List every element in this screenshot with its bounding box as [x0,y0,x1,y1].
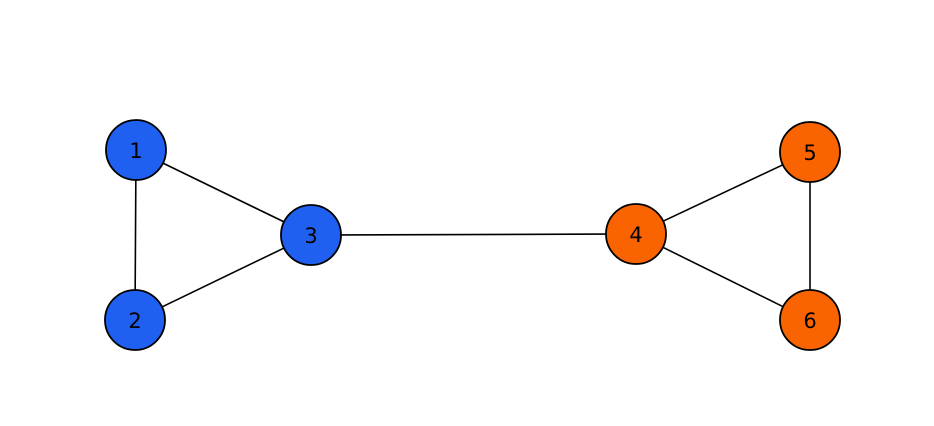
graph-node-6[interactable]: 6 [779,289,841,351]
graph-node-5[interactable]: 5 [779,121,841,183]
graph-node-3[interactable]: 3 [280,204,342,266]
graph-node-circle-3[interactable] [280,204,342,266]
graph-edge-4-6 [662,246,784,308]
graph-node-circle-5[interactable] [779,121,841,183]
graph-node-circle-4[interactable] [605,203,667,265]
graph-edge-4-5 [662,163,784,223]
graph-node-2[interactable]: 2 [104,289,166,351]
graph-node-4[interactable]: 4 [605,203,667,265]
graph-node-circle-2[interactable] [104,289,166,351]
graph-edge-3-4 [340,233,607,236]
edges-layer [134,162,811,308]
graph-node-1[interactable]: 1 [105,119,167,181]
graph-edge-1-2 [134,179,137,291]
graph-edge-1-3 [162,162,285,223]
graph-edge-2-3 [161,247,285,308]
graph-node-circle-1[interactable] [105,119,167,181]
graph-node-circle-6[interactable] [779,289,841,351]
